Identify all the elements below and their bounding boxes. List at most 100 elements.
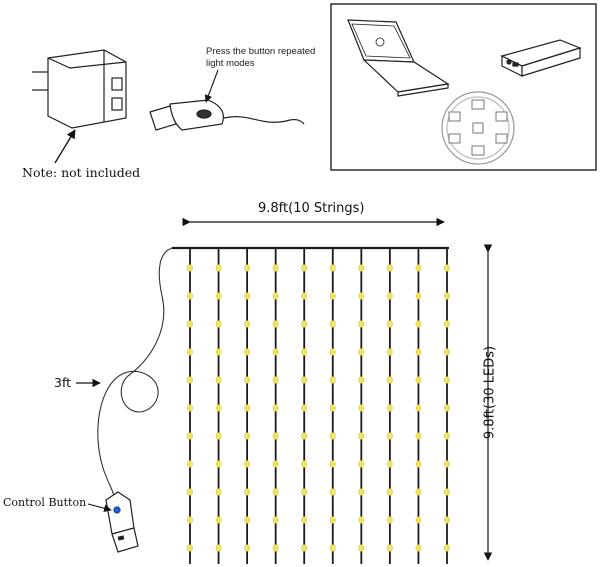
led-bulb — [444, 404, 450, 412]
led-bulb — [244, 460, 250, 468]
height-label: 9.8ft(30 LEDs) — [482, 345, 498, 440]
led-bulb — [358, 264, 365, 272]
led-bulb — [244, 404, 250, 412]
led-bulb — [244, 292, 250, 300]
led-bulb — [415, 264, 422, 272]
note-arrow — [54, 129, 76, 164]
led-bulb — [187, 320, 193, 328]
led-bulb — [272, 264, 279, 272]
led-bulb — [272, 460, 279, 468]
led-bulb — [301, 488, 308, 496]
led-bulb — [358, 376, 365, 384]
led-bulb — [444, 292, 450, 300]
usb-plug-icon — [105, 491, 139, 553]
led-bulb — [301, 292, 308, 300]
led-bulb — [187, 460, 193, 468]
led-bulb — [272, 516, 279, 524]
led-bulb — [444, 544, 450, 552]
control-button[interactable] — [113, 506, 121, 514]
led-bulb — [187, 516, 193, 524]
led-bulb — [301, 544, 308, 552]
led-bulb — [358, 404, 365, 412]
led-bulb — [244, 432, 250, 440]
led-bulb — [187, 292, 193, 300]
led-bulb — [329, 376, 336, 384]
led-bulb — [215, 516, 222, 524]
led-bulb — [187, 348, 193, 356]
led-bulb — [415, 544, 422, 552]
led-bulb — [215, 348, 222, 356]
led-bulb — [187, 432, 193, 440]
led-bulb — [415, 432, 422, 440]
led-bulb — [358, 348, 365, 356]
led-bulb — [187, 404, 193, 412]
led-bulb — [215, 488, 222, 496]
led-bulb — [187, 488, 193, 496]
led-bulb — [444, 488, 450, 496]
led-bulb — [358, 292, 365, 300]
led-bulb — [415, 292, 422, 300]
led-bulb — [329, 264, 336, 272]
led-bulb — [387, 488, 393, 496]
led-bulb — [301, 516, 308, 524]
led-bulb — [415, 488, 422, 496]
press-button-note: Press the button repeated light modes — [206, 46, 315, 70]
led-bulb — [387, 320, 393, 328]
led-bulb — [387, 544, 393, 552]
led-bulb — [272, 404, 279, 412]
led-bulb — [415, 516, 422, 524]
led-bulb — [415, 460, 422, 468]
led-bulb — [415, 348, 422, 356]
led-bulb — [244, 376, 250, 384]
led-bulb — [301, 404, 308, 412]
led-bulb — [272, 544, 279, 552]
led-bulb — [272, 320, 279, 328]
width-label: 9.8ft(10 Strings) — [258, 201, 365, 216]
led-bulb — [301, 348, 308, 356]
usb-power-adapter-icon — [32, 49, 127, 129]
not-included-note: Note: not included — [22, 165, 141, 180]
wire-length-label: 3ft — [54, 375, 72, 390]
led-bulb — [358, 432, 365, 440]
led-bulb — [444, 264, 450, 272]
led-bulb — [215, 432, 222, 440]
led-bulb — [444, 432, 450, 440]
led-bulb — [358, 516, 365, 524]
led-bulb — [444, 376, 450, 384]
led-bulb — [244, 516, 250, 524]
led-bulb — [301, 264, 308, 272]
led-bulb — [244, 320, 250, 328]
press-note-line-2: light modes — [206, 58, 255, 69]
led-bulb — [415, 376, 422, 384]
led-bulb — [215, 544, 222, 552]
led-bulb — [215, 320, 222, 328]
led-bulb — [329, 432, 336, 440]
led-bulb — [387, 516, 393, 524]
led-bulb — [329, 544, 336, 552]
power-socket-icon — [441, 91, 515, 165]
led-bulb — [272, 376, 279, 384]
led-bulb — [272, 348, 279, 356]
led-bulb — [444, 460, 450, 468]
control-button-arrow — [87, 503, 112, 512]
led-bulb — [444, 320, 450, 328]
led-bulb — [301, 432, 308, 440]
led-bulb — [415, 404, 422, 412]
led-bulb — [387, 376, 393, 384]
led-bulb — [358, 488, 365, 496]
led-bulb — [358, 460, 365, 468]
led-bulb — [187, 544, 193, 552]
led-bulb — [329, 320, 336, 328]
feed-wire — [97, 247, 173, 497]
led-bulb — [215, 292, 222, 300]
led-bulb — [215, 460, 222, 468]
led-bulb — [301, 460, 308, 468]
led-bulb — [387, 292, 393, 300]
led-bulb — [387, 460, 393, 468]
led-bulb — [444, 516, 450, 524]
laptop-icon — [347, 19, 450, 97]
led-bulb — [301, 376, 308, 384]
led-bulb — [329, 292, 336, 300]
led-bulb — [187, 376, 193, 384]
led-bulb — [301, 320, 308, 328]
